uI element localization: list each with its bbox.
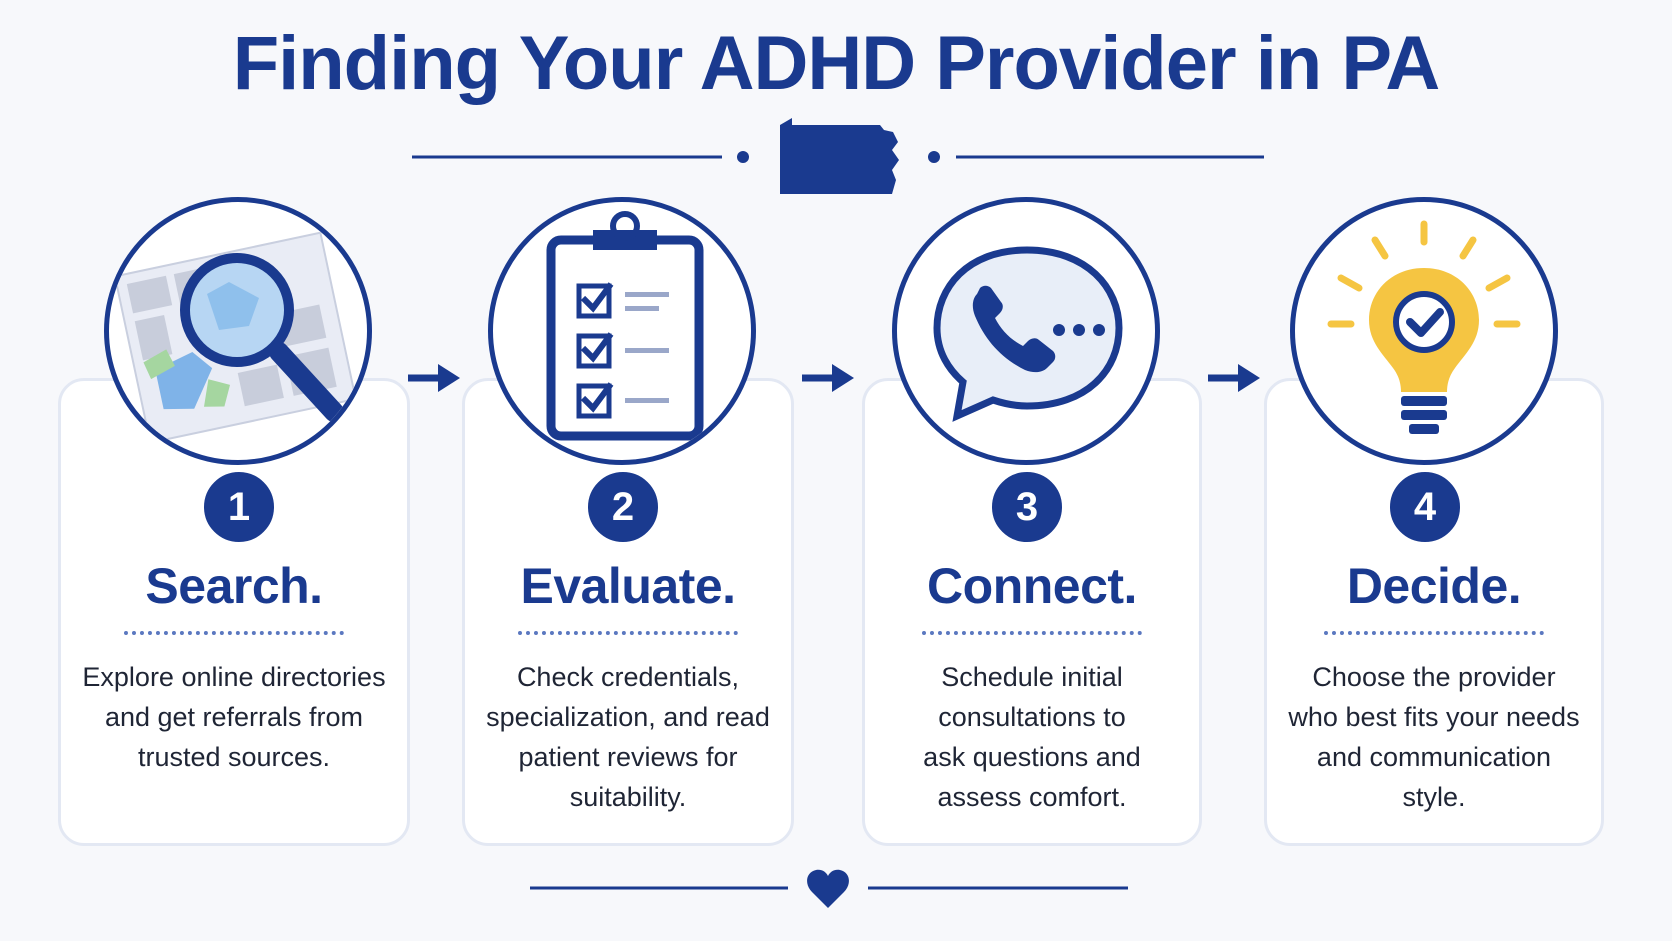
clipboard-checklist-icon bbox=[546, 211, 704, 441]
dotted-separator bbox=[518, 631, 738, 635]
step-number-badge-2: 2 bbox=[584, 468, 662, 546]
dotted-separator bbox=[124, 631, 344, 635]
step-description: Schedule initial consultations to ask qu… bbox=[923, 662, 1141, 812]
step-number-badge-3: 3 bbox=[988, 468, 1066, 546]
arrow-right-icon bbox=[802, 364, 854, 392]
dotted-separator bbox=[922, 631, 1142, 635]
step-icon-circle-1 bbox=[104, 197, 372, 465]
step-icon-circle-2 bbox=[488, 197, 756, 465]
phone-chat-bubble-icon bbox=[933, 246, 1123, 422]
step-description: Check credentials, specialization, and r… bbox=[486, 662, 770, 812]
step-heading: Connect. bbox=[927, 558, 1137, 614]
step-number-badge-1: 1 bbox=[200, 468, 278, 546]
lightbulb-check-icon bbox=[1327, 220, 1521, 434]
step-description: Choose the provider who best fits your n… bbox=[1288, 662, 1580, 812]
dotted-separator bbox=[1324, 631, 1544, 635]
map-magnifier-icon bbox=[113, 231, 357, 444]
step-heading: Evaluate. bbox=[520, 558, 736, 614]
step-heading: Search. bbox=[145, 558, 323, 614]
arrow-right-icon bbox=[408, 364, 460, 392]
step-heading: Decide. bbox=[1346, 558, 1522, 614]
step-number-badge-4: 4 bbox=[1386, 468, 1464, 546]
step-description: Explore online directories and get refer… bbox=[82, 662, 386, 772]
pennsylvania-map-icon bbox=[780, 118, 899, 194]
heart-icon bbox=[807, 869, 849, 908]
step-icon-circle-4 bbox=[1290, 197, 1558, 465]
step-card-1: Search. Explore online directories and g… bbox=[58, 378, 410, 846]
step-icon-circle-3 bbox=[892, 197, 1160, 465]
page-title: Finding Your ADHD Provider in PA bbox=[232, 21, 1441, 106]
arrow-right-icon bbox=[1208, 364, 1260, 392]
